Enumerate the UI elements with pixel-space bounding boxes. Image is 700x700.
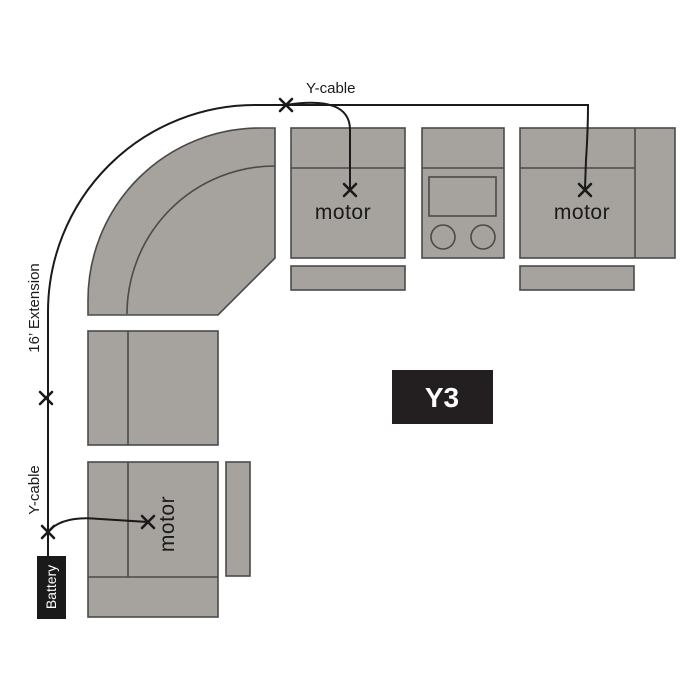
y-cable-left-label: Y-cable (26, 465, 43, 514)
motor-x-top-right (577, 182, 593, 198)
extension-label: 16’ Extension (26, 263, 43, 353)
battery-label: Battery (43, 565, 59, 609)
battery-block: Battery (37, 556, 66, 619)
connector-x-top-y-cable (278, 97, 294, 113)
console-storage-lid (428, 176, 497, 217)
connector-x-left-y-cable (40, 524, 56, 540)
y-cable-top-label: Y-cable (306, 80, 355, 97)
main-cable-run (47, 104, 590, 556)
motor-x-left (140, 514, 156, 530)
motor-label-top-left: motor (315, 201, 371, 224)
top-left-footrest (290, 265, 406, 291)
left-middle-seat (87, 330, 219, 446)
bottom-left-footrest (225, 461, 251, 577)
model-badge: Y3 (392, 370, 493, 424)
connector-x-extension (38, 390, 54, 406)
top-left-motor-branch (285, 101, 351, 190)
top-right-power-seat (519, 127, 676, 259)
model-badge-label: Y3 (425, 382, 459, 413)
cupholder-left (430, 224, 456, 250)
bottom-left-power-seat (87, 461, 219, 618)
motor-label-top-right: motor (554, 201, 610, 224)
motor-label-left: motor (156, 496, 179, 552)
motor-x-top-left (342, 182, 358, 198)
cupholder-right (470, 224, 496, 250)
console (421, 127, 505, 259)
corner-wedge-seat (87, 127, 276, 316)
top-right-footrest (519, 265, 635, 291)
